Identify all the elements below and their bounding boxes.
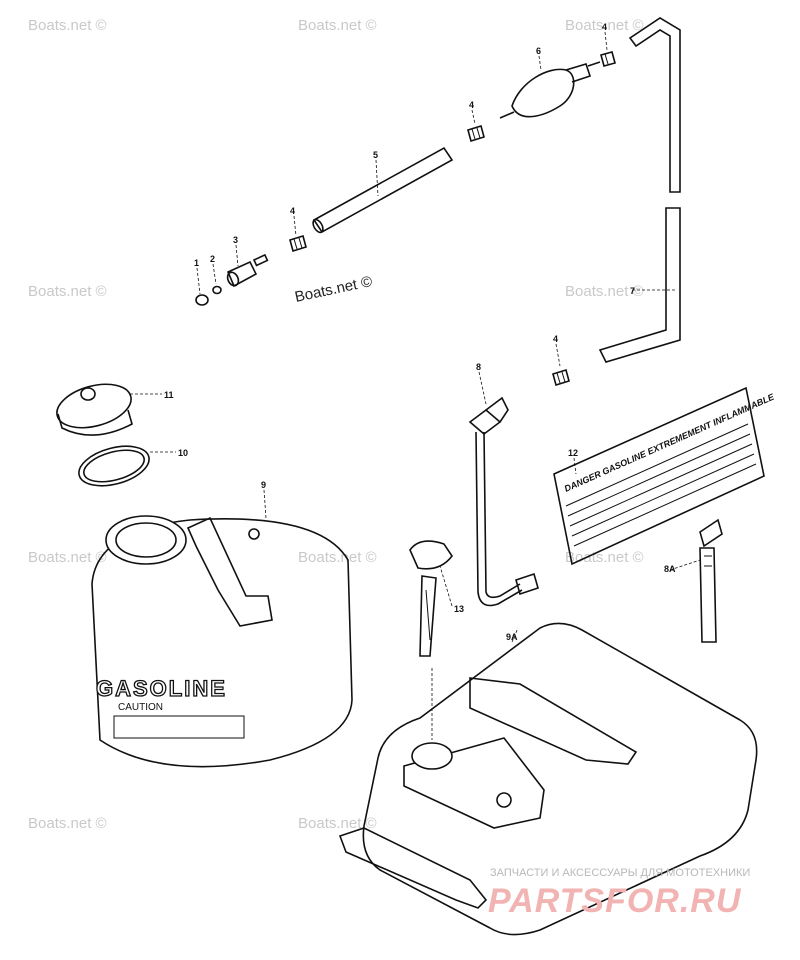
callout-11: 11	[164, 390, 174, 400]
callout-7: 7	[630, 286, 635, 296]
callout-8: 8	[476, 362, 481, 372]
leader-lines	[130, 31, 701, 740]
callout-4: 4	[602, 22, 607, 32]
callout-8a: 8A	[664, 564, 676, 574]
portable-tank-part-9a	[338, 622, 758, 936]
gas-can-part-9: GASOLINE CAUTION	[91, 515, 353, 768]
callout-2: 2	[210, 254, 215, 264]
fitting-part-4-b	[467, 124, 485, 143]
callout-9: 9	[261, 480, 266, 490]
brand-name: PARTSFOR.RU	[488, 882, 742, 920]
hose-part-7	[598, 17, 681, 363]
can-brand-label: GASOLINE	[96, 676, 227, 701]
pickup-part-8a	[699, 518, 723, 643]
callout-4: 4	[469, 100, 474, 110]
watermark-layer: Boats.net © Boats.net © Boats.net © Boat…	[28, 17, 644, 832]
callout-13: 13	[454, 604, 464, 614]
watermark-text: Boats.net ©	[565, 17, 644, 34]
watermark-text: Boats.net ©	[565, 549, 644, 566]
callout-4: 4	[553, 334, 558, 344]
fitting-part-4-c	[600, 51, 616, 67]
watermark-text: Boats.net ©	[28, 283, 107, 300]
fitting-part-4-a	[289, 234, 307, 253]
callout-4: 4	[290, 206, 295, 216]
watermark-text: Boats.net ©	[565, 283, 644, 300]
callout-6: 6	[536, 46, 541, 56]
washer-part-2	[212, 285, 222, 295]
watermark-main: Boats.net ©	[293, 273, 373, 306]
gasket-part-10	[78, 445, 150, 487]
watermark-text: Boats.net ©	[298, 17, 377, 34]
callout-1: 1	[194, 258, 199, 268]
callout-labels: 1 2 3 4 4 4 4 5 6 7 8 8A 9 9A 10 11 12 1…	[164, 22, 676, 642]
primer-bulb-part-6	[499, 61, 601, 119]
watermark-text: Boats.net ©	[298, 549, 377, 566]
decal-headline: DANGER GASOLINE EXTREMEMENT INFLAMMABLE	[563, 391, 777, 493]
connector-part-3	[226, 253, 269, 288]
callout-10: 10	[178, 448, 188, 458]
o-ring-part-1	[195, 294, 209, 306]
callout-3: 3	[233, 235, 238, 245]
brand-tagline: ЗАПЧАСТИ И АКСЕССУАРЫ ДЛЯ МОТОТЕХНИКИ	[490, 867, 750, 879]
cap-part-11	[56, 383, 133, 436]
hose-part-5	[312, 146, 454, 234]
watermark-text: Boats.net ©	[28, 549, 107, 566]
callout-9a: 9A	[506, 632, 518, 642]
pickup-tube-part-8	[468, 396, 539, 607]
callout-5: 5	[373, 150, 378, 160]
can-caution-label: CAUTION	[118, 702, 163, 713]
watermark-text: Boats.net ©	[298, 815, 377, 832]
decal-part-12: DANGER GASOLINE EXTREMEMENT INFLAMMABLE	[553, 386, 777, 566]
watermark-text: Boats.net ©	[28, 17, 107, 34]
fitting-part-4-d	[552, 368, 570, 387]
watermark-text: Boats.net ©	[28, 815, 107, 832]
fuel-gauge-part-13	[409, 540, 453, 657]
callout-12: 12	[568, 448, 578, 458]
site-brand: ЗАПЧАСТИ И АКСЕССУАРЫ ДЛЯ МОТОТЕХНИКИ PA…	[488, 867, 750, 920]
